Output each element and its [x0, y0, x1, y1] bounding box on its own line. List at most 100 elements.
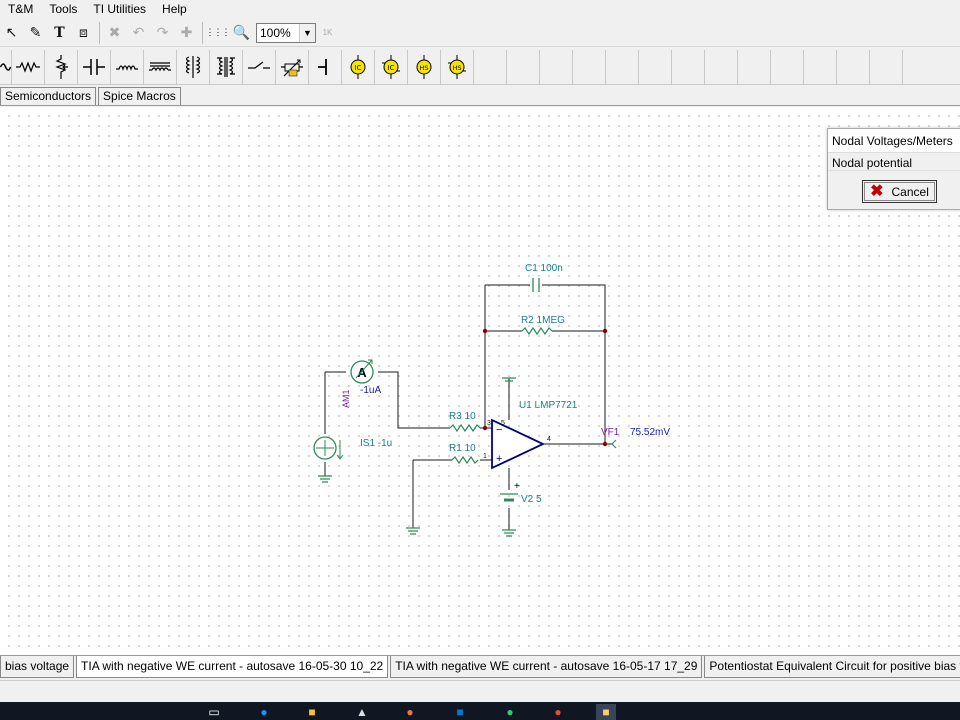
zoom-select[interactable]: 100% ▼ [256, 22, 316, 43]
variable-resistor-icon[interactable] [276, 49, 309, 84]
tina-app-icon[interactable]: ■ [596, 704, 616, 720]
schematic-canvas[interactable]: C1 100n R2 1MEG A AM1 -1uA IS1 -1u R3 10… [0, 107, 960, 655]
schematic-diagram: C1 100n R2 1MEG A AM1 -1uA IS1 -1u R3 10… [313, 263, 670, 537]
palette-empty-slot[interactable] [606, 49, 639, 84]
palette-empty-slot[interactable] [738, 49, 771, 84]
firefox-icon[interactable]: ● [406, 705, 414, 719]
outlook-icon[interactable]: ■ [456, 705, 464, 719]
node [602, 441, 608, 447]
current-source-is1[interactable] [313, 436, 344, 460]
resistor-r3[interactable] [449, 423, 481, 433]
component-palette: IC IC HS HS [0, 49, 960, 85]
status-bar [0, 680, 960, 702]
battery-plate-icon[interactable] [309, 49, 342, 84]
nodes [482, 328, 608, 447]
palette-empty-slot[interactable] [804, 49, 837, 84]
palette-empty-slot[interactable] [507, 49, 540, 84]
doc-tab-bias-voltage[interactable]: bias voltage [0, 656, 75, 678]
close-icon: ✖ [870, 182, 884, 200]
edge-browser-icon[interactable]: ● [260, 705, 268, 719]
capacitor-icon[interactable] [78, 49, 111, 84]
toolbar-separator [202, 21, 203, 44]
battery-v2[interactable] [500, 493, 518, 502]
windows-taskbar: ▭ ● ■ ▲ ● ■ ● ● ■ [0, 702, 960, 720]
am1-value: -1uA [360, 385, 381, 396]
is1-label: IS1 -1u [360, 438, 392, 449]
node [602, 328, 608, 334]
ammeter-am1[interactable]: A [350, 359, 374, 384]
resistor-r2[interactable] [521, 326, 553, 336]
ground-symbols [318, 377, 516, 537]
palette-hs1-label: HS [419, 64, 428, 72]
doc-tab-tia-autosave-2[interactable]: TIA with negative WE current - autosave … [390, 656, 703, 678]
menu-tools[interactable]: Tools [49, 2, 78, 16]
hs2-icon[interactable]: HS [441, 49, 474, 84]
battery-plus: + [514, 481, 520, 492]
resistor-1k-icon[interactable]: 1K [316, 21, 339, 44]
menu-tm[interactable]: T&M [8, 2, 34, 16]
store-icon[interactable]: ▲ [356, 705, 368, 719]
palette-hs2-label: HS [452, 64, 461, 72]
zoom-icon[interactable]: 🔍 [232, 24, 251, 40]
chrome-icon[interactable]: ● [554, 705, 562, 719]
palette-empty-slot[interactable] [639, 49, 672, 84]
move-icon[interactable]: ✚ [180, 24, 193, 40]
task-view-icon[interactable]: ▭ [208, 705, 220, 719]
coupled-inductor-icon[interactable] [177, 49, 210, 84]
document-tabs: bias voltage TIA with negative WE curren… [0, 655, 960, 679]
node [482, 328, 488, 334]
tab-spice-macros[interactable]: Spice Macros [98, 87, 181, 105]
text-tool-icon[interactable]: T [54, 24, 65, 41]
palette-empty-slot[interactable] [573, 49, 606, 84]
grid-icon[interactable]: ⋮⋮⋮ [205, 27, 231, 37]
current-source-ic-icon[interactable]: IC [342, 49, 375, 84]
palette-empty-slot[interactable] [705, 49, 738, 84]
voltage-probe-vf1[interactable] [611, 439, 617, 449]
opamp-u1[interactable] [491, 418, 546, 470]
doc-tab-potentiostat[interactable]: Potentiostat Equivalent Circuit for posi… [704, 656, 960, 678]
node [482, 425, 488, 431]
palette-empty-slot[interactable] [837, 49, 870, 84]
resistor-r1[interactable] [451, 455, 479, 465]
potentiometer-icon[interactable] [45, 49, 78, 84]
wire-c1[interactable] [485, 284, 606, 444]
r2-label: R2 1MEG [521, 315, 565, 326]
palette-empty-slot[interactable] [474, 49, 507, 84]
menu-help[interactable]: Help [162, 2, 187, 16]
v2-label: V2 5 [521, 494, 542, 505]
undo-icon[interactable]: ↶ [132, 24, 145, 40]
current-source-ic2-icon[interactable]: IC [375, 49, 408, 84]
wire-ammeter[interactable] [325, 371, 450, 429]
component-category-tabs: Semiconductors Spice Macros [0, 86, 960, 106]
ground-source [318, 475, 332, 483]
wire-tool-icon[interactable]: ⧈ [79, 24, 88, 40]
ground-top [502, 377, 516, 382]
resistor-icon[interactable] [12, 49, 45, 84]
palette-empty-slot[interactable] [672, 49, 705, 84]
menu-ti-utilities[interactable]: TI Utilities [93, 2, 147, 16]
opamp-minus: − [496, 424, 502, 436]
pencil-icon[interactable]: ✎ [29, 24, 42, 40]
tab-semiconductors[interactable]: Semiconductors [0, 87, 97, 105]
vf1-name: VF1 [601, 427, 620, 438]
capacitor-c1[interactable] [532, 278, 540, 292]
palette-empty-slot[interactable] [771, 49, 804, 84]
chat-app-icon[interactable]: ● [506, 705, 514, 719]
ground-left [406, 527, 420, 535]
palette-empty-slot[interactable] [540, 49, 573, 84]
transformer2-icon[interactable] [210, 49, 243, 84]
r3-label: R3 10 [449, 411, 476, 422]
palette-empty-slot[interactable] [870, 49, 903, 84]
select-arrow-icon[interactable]: ↖ [5, 24, 18, 40]
chevron-down-icon[interactable]: ▼ [299, 23, 315, 42]
inductor-icon[interactable] [0, 49, 12, 84]
delete-icon[interactable]: ✖ [108, 24, 121, 40]
file-explorer-icon[interactable]: ■ [308, 705, 316, 719]
hs-icon[interactable]: HS [408, 49, 441, 84]
cancel-button[interactable]: ✖ Cancel [862, 180, 937, 203]
transformer-icon[interactable] [144, 49, 177, 84]
doc-tab-tia-autosave-1[interactable]: TIA with negative WE current - autosave … [76, 656, 389, 678]
switch-icon[interactable] [243, 49, 276, 84]
coil-icon[interactable] [111, 49, 144, 84]
redo-icon[interactable]: ↷ [156, 24, 169, 40]
